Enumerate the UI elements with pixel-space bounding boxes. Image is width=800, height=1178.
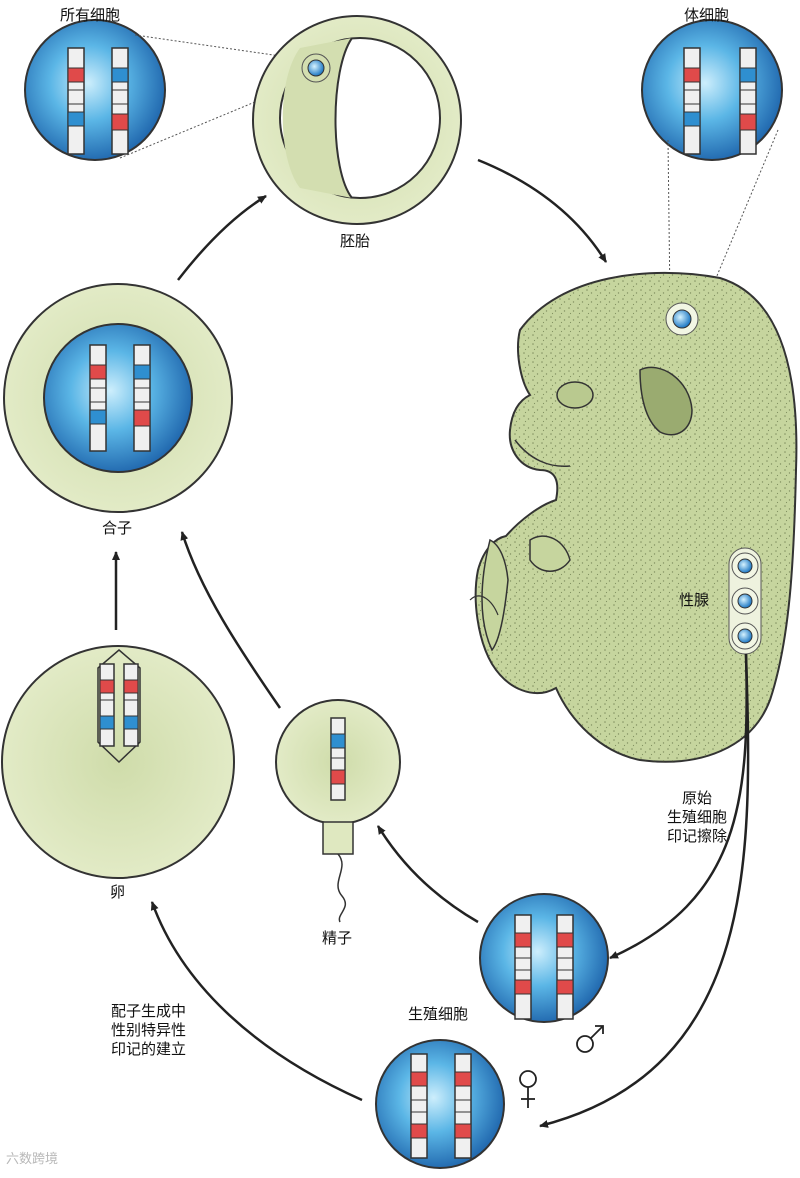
germ-cell-female-nucleus xyxy=(375,1039,505,1169)
egg-label: 卵 xyxy=(110,883,126,901)
watermark: 六数跨境 xyxy=(6,1152,59,1167)
establishment-line-1: 配子生成中 xyxy=(111,1002,187,1020)
arrow-germ-to-sperm xyxy=(376,825,479,924)
erasure-line-3: 印记擦除 xyxy=(666,827,727,845)
male-symbol-icon xyxy=(576,1025,604,1053)
zygote-label: 合子 xyxy=(102,519,133,537)
zygote-cell xyxy=(3,283,233,513)
arrow-embryo-to-fetus xyxy=(477,158,608,263)
embryo-blastocyst xyxy=(252,15,462,225)
somatic-cells-nucleus xyxy=(641,19,783,161)
all-cells-nucleus xyxy=(24,19,166,161)
arrow-zygote-to-embryo xyxy=(177,194,267,281)
germ-cell-male-nucleus xyxy=(479,893,609,1023)
arrow-germ-to-egg xyxy=(150,901,363,1102)
gonad-cells xyxy=(728,547,762,655)
cycle-arrows xyxy=(112,158,750,1128)
establishment-line-2: 性别特异性 xyxy=(111,1021,187,1039)
all-cells-label: 所有细胞 xyxy=(60,6,121,24)
chromosome-pair xyxy=(67,47,129,155)
female-symbol-icon xyxy=(519,1070,537,1108)
gonad-label: 性腺 xyxy=(679,591,710,609)
sperm-label: 精子 xyxy=(322,929,353,947)
germ-cells-label: 生殖细胞 xyxy=(408,1005,469,1023)
establishment-label: 配子生成中 性别特异性 印记的建立 xyxy=(111,1002,221,1059)
erasure-line-1: 原始 xyxy=(681,789,712,807)
embryo-label: 胚胎 xyxy=(340,232,371,250)
somatic-cells-label: 体细胞 xyxy=(684,6,730,24)
sperm-cell xyxy=(275,699,401,923)
arrow-sperm-to-zygote xyxy=(180,531,282,709)
egg-cell xyxy=(1,645,235,879)
arrow-gonad-to-female-germ xyxy=(539,653,750,1128)
erasure-line-2: 生殖细胞 xyxy=(666,808,727,826)
fetus-illustration xyxy=(469,271,798,763)
establishment-line-3: 印记的建立 xyxy=(111,1040,187,1058)
erasure-label: 原始 生殖细胞 印记擦除 xyxy=(652,789,742,846)
